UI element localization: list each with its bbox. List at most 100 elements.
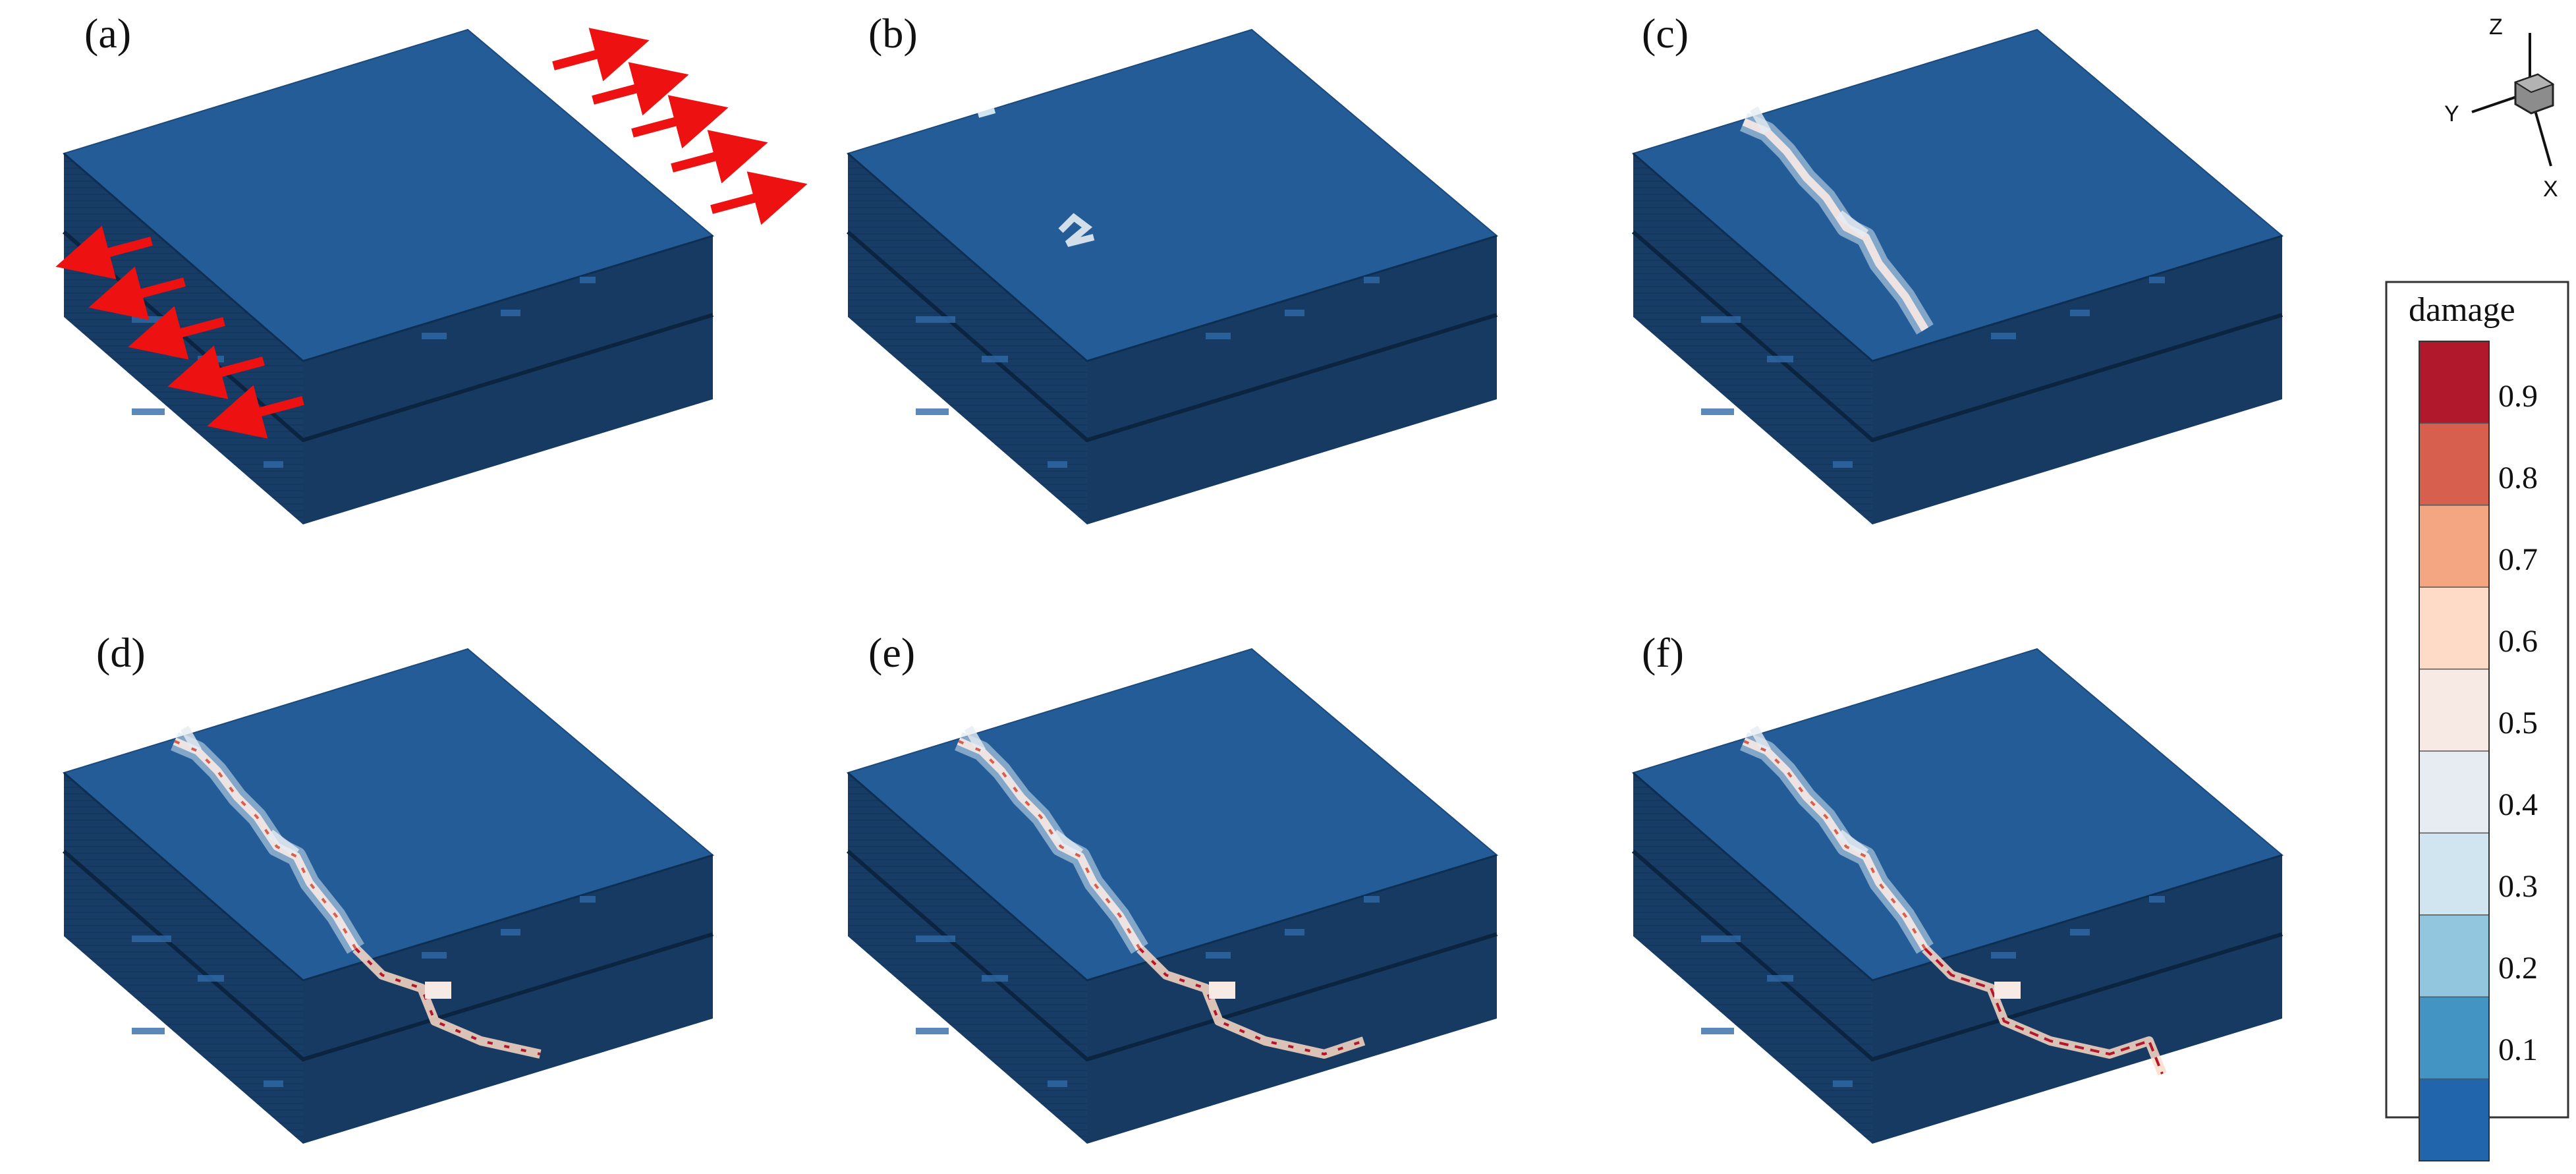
block-top-edge (63, 152, 714, 362)
pore-patch (1701, 408, 1734, 415)
panel-d: (d) (62, 629, 715, 1144)
pore-patch (916, 316, 955, 323)
legend-tick: 0.8 (2498, 461, 2538, 495)
block-side-face (303, 236, 713, 524)
damage-block-model (846, 28, 1499, 524)
block-layer-gap (1632, 230, 2283, 443)
crack-branch (1051, 829, 1084, 857)
legend-title: damage (2409, 291, 2515, 329)
legend-band (2419, 669, 2489, 752)
pore-patch (422, 952, 447, 959)
pore-patch (916, 408, 949, 415)
pore-patch (2149, 896, 2165, 903)
block-side-face (1872, 236, 2282, 524)
block-front-texture (64, 773, 303, 1144)
pore-patch (1285, 929, 1304, 936)
pore-patch (1991, 333, 2016, 339)
crack-branch (964, 725, 986, 754)
legend-band (2419, 914, 2489, 997)
load-arrow (207, 385, 304, 439)
axis-cube-top (2513, 73, 2555, 94)
legend-band (2419, 505, 2489, 588)
pore-patch (264, 461, 283, 468)
pore-patch (501, 310, 520, 316)
legend-tick: 0.4 (2498, 787, 2538, 822)
crack-branch (1836, 210, 1869, 238)
crack-branch (267, 829, 300, 857)
pore-patch (1206, 952, 1231, 959)
pore-patch (916, 1028, 949, 1034)
panel-e: (e) (846, 629, 1499, 1144)
pore-patch (198, 356, 224, 362)
pore-patch (2070, 310, 2090, 316)
pore-patch (1285, 310, 1304, 316)
load-arrow (552, 28, 650, 82)
x-axis-label: X (2543, 177, 2558, 202)
block-front-texture (1633, 773, 1872, 1144)
panel-label: (c) (1642, 10, 1689, 57)
legend-tick-labels: 0.9 0.8 0.7 0.6 0.5 0.4 0.3 0.2 0.1 (2498, 379, 2538, 1067)
legend-colorbar (2419, 341, 2490, 1161)
crack-core (958, 740, 1141, 950)
panel-a: (a) (55, 10, 808, 524)
front-crack-core (354, 947, 541, 1055)
crack-zone (1742, 118, 1929, 332)
crack-core (1743, 740, 1926, 950)
legend-band (2419, 423, 2489, 506)
legend-tick: 0.5 (2498, 706, 2538, 741)
pore-patch (2149, 277, 2165, 283)
damage-legend: damage 0.9 0.8 0.7 0.6 0.5 0.4 0.3 0.2 0… (2385, 281, 2569, 1161)
block-side-face (1087, 855, 1497, 1144)
damage-cluster (1209, 982, 1235, 999)
pore-patch (1767, 356, 1793, 362)
block-front-texture (1633, 154, 1872, 524)
pore-patch (1048, 1080, 1067, 1087)
pore-patch (501, 929, 520, 936)
damage-cluster (1994, 982, 2021, 999)
load-arrow (88, 266, 186, 320)
panel-label: (d) (96, 629, 146, 676)
block-side-face (1872, 855, 2282, 1144)
pore-patch (1991, 952, 2016, 959)
damage-initiation (977, 108, 996, 118)
damage-cluster (425, 982, 451, 999)
legend-tick: 0.2 (2498, 951, 2538, 986)
pore-patch (1364, 896, 1380, 903)
legend-band (2419, 341, 2489, 424)
legend-band (2419, 587, 2489, 670)
pore-patch (132, 1028, 165, 1034)
load-arrow (128, 306, 225, 360)
legend-band (2419, 751, 2489, 833)
pore-patch (264, 1080, 283, 1087)
crack-branch (1749, 106, 1772, 134)
block-layer-gap (1632, 849, 2283, 1062)
crack-branch (1749, 725, 1772, 754)
load-arrow (671, 130, 768, 184)
block-layer-gap (63, 849, 714, 1062)
pore-patch (2070, 929, 2090, 936)
legend-tick: 0.6 (2498, 624, 2538, 659)
pore-patch (1701, 936, 1741, 942)
pore-patch (1701, 1028, 1734, 1034)
load-arrow (167, 345, 265, 399)
panel-label: (e) (868, 629, 915, 676)
pore-patch (132, 936, 171, 942)
legend-tick: 0.9 (2498, 379, 2538, 414)
pore-patch (422, 333, 447, 339)
pore-patch (1048, 461, 1067, 468)
panel-label: (a) (84, 10, 131, 57)
legend-tick: 0.1 (2498, 1032, 2538, 1067)
legend-band (2419, 833, 2489, 916)
load-arrow (710, 171, 808, 225)
block-front-texture (848, 154, 1087, 524)
front-crack-core (1924, 947, 2164, 1075)
pore-patch (132, 408, 165, 415)
pore-patch (982, 975, 1008, 982)
legend-tick: 0.7 (2498, 542, 2538, 577)
crack-branch (180, 725, 202, 754)
block-side-face (303, 855, 713, 1144)
pore-patch (1701, 316, 1741, 323)
load-arrows (55, 28, 808, 439)
block-top-edge (1633, 152, 2283, 362)
